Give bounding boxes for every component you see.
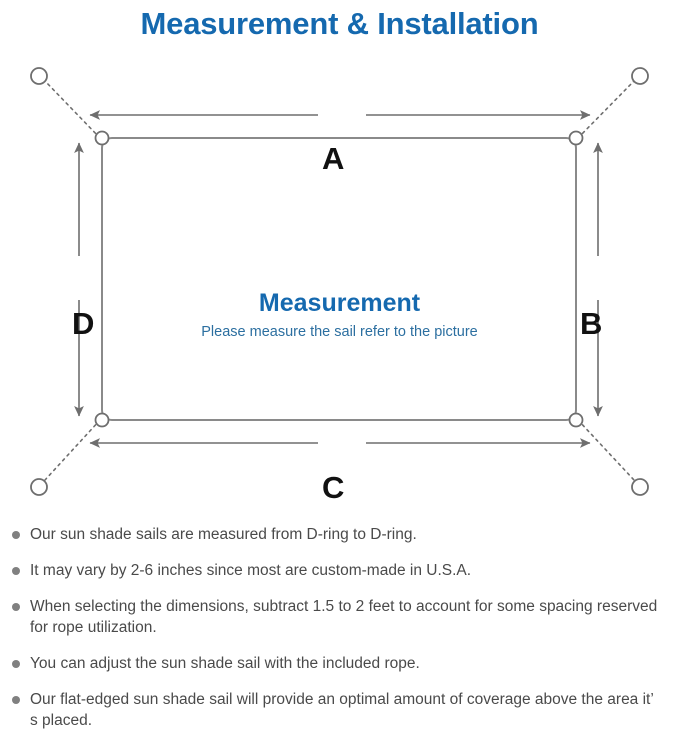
- list-item: Our flat-edged sun shade sail will provi…: [0, 689, 679, 731]
- measurement-diagram: Measurement Please measure the sail refe…: [0, 48, 679, 518]
- d-ring-top-right: [568, 130, 584, 146]
- rope-bottom-right: [577, 419, 635, 481]
- d-ring-bottom-left: [94, 412, 110, 428]
- note-text: Our sun shade sails are measured from D-…: [30, 526, 417, 543]
- note-text: Our flat-edged sun shade sail will provi…: [30, 691, 654, 729]
- list-item: It may vary by 2-6 inches since most are…: [0, 560, 679, 581]
- rope-connectors: [44, 80, 635, 481]
- d-rings: [94, 130, 584, 428]
- page-title: Measurement & Installation: [140, 6, 539, 41]
- dimension-lines: [74, 110, 603, 448]
- bullet-icon: [12, 696, 20, 704]
- anchor-bottom-left: [30, 478, 48, 496]
- list-item: Our sun shade sails are measured from D-…: [0, 524, 679, 545]
- note-text: When selecting the dimensions, subtract …: [30, 598, 658, 636]
- d-ring-top-left: [94, 130, 110, 146]
- diagram-svg: [30, 67, 649, 496]
- dimension-label-b: B: [580, 306, 603, 341]
- rope-bottom-left: [44, 419, 101, 481]
- bullet-icon: [12, 660, 20, 668]
- bullet-icon: [12, 603, 20, 611]
- sail-shape: [101, 137, 577, 421]
- list-item: You can adjust the sun shade sail with t…: [0, 653, 679, 674]
- rope-top-left: [44, 80, 101, 139]
- rope-top-right: [577, 80, 635, 139]
- note-text: It may vary by 2-6 inches since most are…: [30, 562, 472, 579]
- notes-list: Our sun shade sails are measured from D-…: [0, 524, 679, 746]
- anchor-top-left: [30, 67, 48, 85]
- d-ring-bottom-right: [568, 412, 584, 428]
- note-text: You can adjust the sun shade sail with t…: [30, 655, 420, 672]
- dimension-label-c: C: [322, 470, 345, 505]
- list-item: When selecting the dimensions, subtract …: [0, 596, 679, 638]
- dimension-label-a: A: [322, 141, 345, 176]
- dimension-label-d: D: [72, 306, 95, 341]
- bullet-icon: [12, 531, 20, 539]
- anchor-bottom-right: [631, 478, 649, 496]
- anchor-top-right: [631, 67, 649, 85]
- anchor-points: [30, 67, 649, 496]
- bullet-icon: [12, 567, 20, 575]
